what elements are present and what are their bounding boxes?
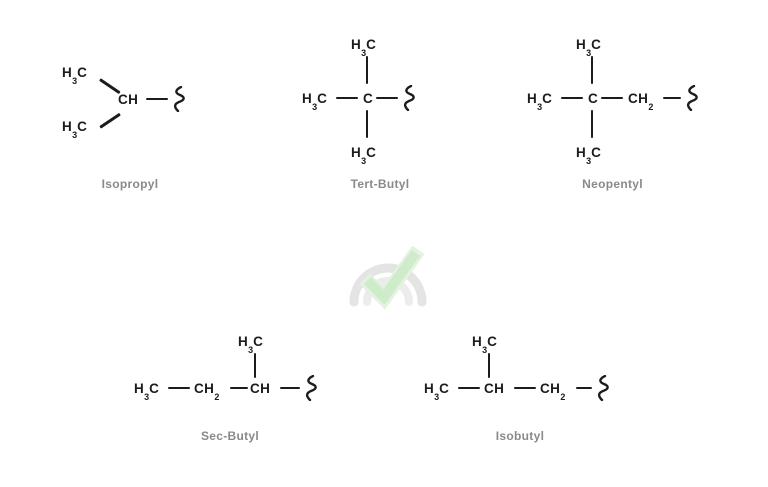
atom-label-methylene: CH2 <box>540 381 566 402</box>
atom-label-center-ch: CH <box>250 381 271 396</box>
bond-center-to-open-valence <box>280 387 300 390</box>
atom-label-methyl-bottom: H3C <box>62 119 88 140</box>
bond-center-to-methylene <box>514 387 536 390</box>
atom-label-methyl-top: H3C <box>576 37 602 58</box>
bond-center-to-open-valence <box>376 97 398 100</box>
structure-neopentyl: H3C H3C C CH2 H3C Neopentyl <box>505 30 720 200</box>
bond-methylene-to-center <box>230 387 248 390</box>
atom-label-methylene: CH2 <box>628 91 654 112</box>
bond-methylene-to-open-valence <box>576 387 592 390</box>
bond-methylene-to-open-valence <box>663 97 681 100</box>
bond-center-to-methyl-top <box>366 56 369 84</box>
atom-label-center-ch: CH <box>118 92 139 107</box>
atom-label-center-ch: CH <box>484 381 505 396</box>
structure-isobutyl: H3C H3C CH CH2 Isobutyl <box>410 330 630 450</box>
atom-label-methyl-left: H3C <box>302 91 328 112</box>
bond-center-to-methylene <box>601 97 623 100</box>
bond-center-to-methyl-top <box>254 353 257 378</box>
bond-methyl-bottom-to-center <box>99 112 121 129</box>
bond-center-to-methyl-top <box>591 56 594 84</box>
caption-isopropyl: Isopropyl <box>101 177 159 191</box>
bond-center-to-methyl-bottom <box>366 110 369 138</box>
open-valence-squiggle-icon <box>172 86 186 112</box>
bond-center-to-methyl-bottom <box>591 110 594 138</box>
atom-label-methyl-top: H3C <box>351 37 377 58</box>
caption-sec-butyl: Sec-Butyl <box>200 429 260 443</box>
caption-neopentyl: Neopentyl <box>582 177 643 191</box>
caption-isobutyl: Isobutyl <box>495 429 545 443</box>
open-valence-squiggle-icon <box>304 375 318 401</box>
atom-label-methyl-top: H3C <box>62 65 88 86</box>
open-valence-squiggle-icon <box>685 85 699 111</box>
atom-label-methyl-left: H3C <box>424 381 450 402</box>
bond-methyl-left-to-center <box>561 97 583 100</box>
atom-label-methyl-top: H3C <box>472 334 498 355</box>
atom-label-methyl-bottom: H3C <box>351 145 377 166</box>
structure-sec-butyl: H3C H3C CH2 CH Sec-Butyl <box>120 330 340 450</box>
structure-tert-butyl: H3C H3C C H3C Tert-Butyl <box>290 30 470 200</box>
atom-label-center-c: C <box>363 91 374 106</box>
atom-label-methyl-left: H3C <box>134 381 160 402</box>
bond-methyl-top-to-center <box>99 78 121 94</box>
bond-center-to-methyl-top <box>488 353 491 378</box>
atom-label-methyl-left: H3C <box>527 91 553 112</box>
structure-isopropyl: H3C H3C CH Isopropyl <box>40 50 220 200</box>
atom-label-center-c: C <box>588 91 599 106</box>
bond-methyl-left-to-center <box>458 387 480 390</box>
open-valence-squiggle-icon <box>596 375 610 401</box>
open-valence-squiggle-icon <box>402 85 416 111</box>
checkmark-spinner-watermark-icon <box>340 246 436 314</box>
atom-label-methyl-bottom: H3C <box>576 145 602 166</box>
atom-label-methylene: CH2 <box>194 381 220 402</box>
caption-tert-butyl: Tert-Butyl <box>350 177 410 191</box>
bond-methyl-left-to-methylene <box>168 387 190 390</box>
bond-methyl-left-to-center <box>336 97 358 100</box>
atom-label-methyl-top: H3C <box>238 334 264 355</box>
bond-center-to-open-valence <box>146 98 168 101</box>
